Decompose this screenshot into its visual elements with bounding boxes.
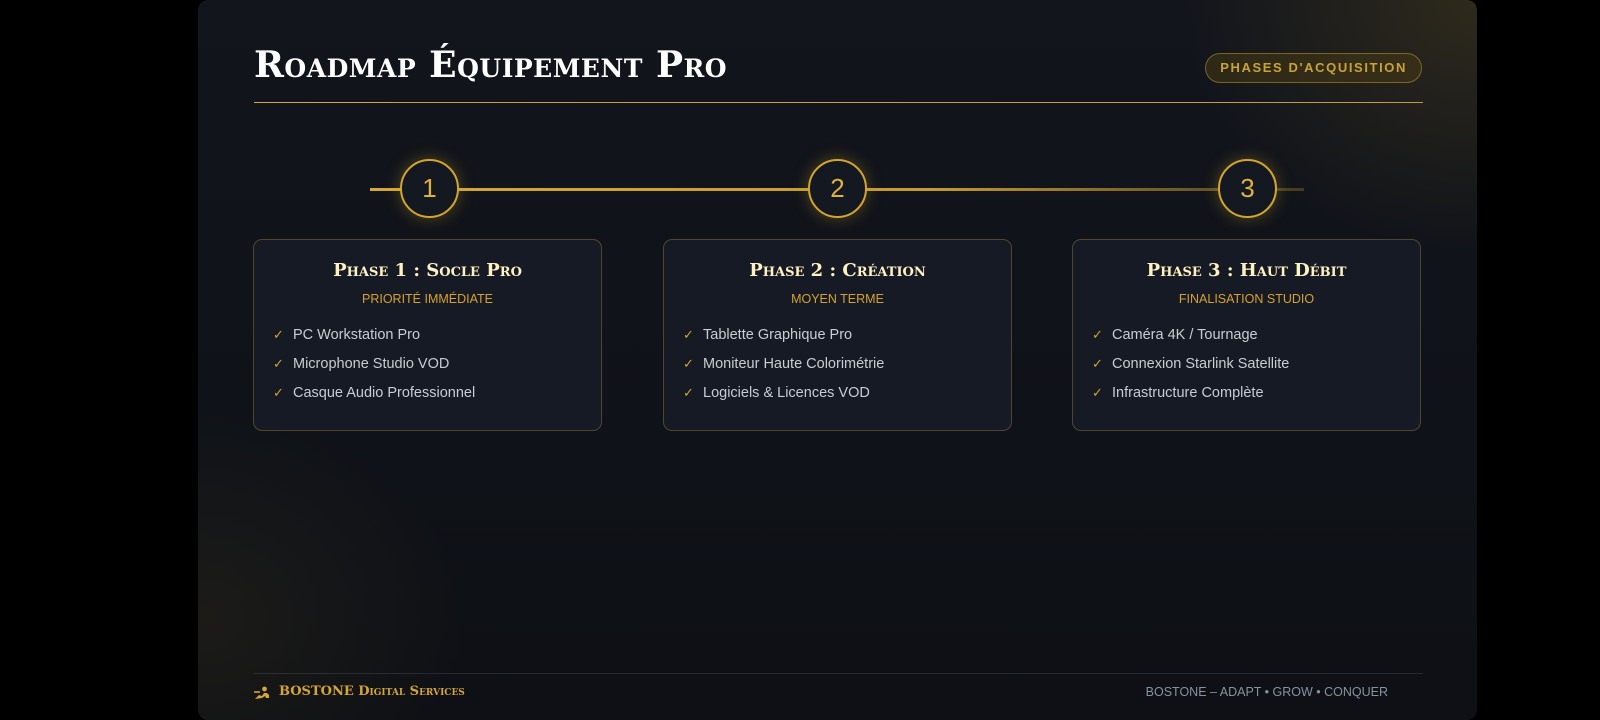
timeline-step-2: 2 — [808, 159, 867, 218]
timeline-step-3: 3 — [1218, 159, 1277, 218]
timeline-step-1: 1 — [400, 159, 459, 218]
list-item: ✓ Microphone Studio VOD — [273, 349, 601, 378]
list-item: ✓ Casque Audio Professionnel — [273, 378, 601, 407]
phase-item-list: ✓ Caméra 4K / Tournage ✓ Connexion Starlin… — [1073, 320, 1420, 407]
list-item: ✓ Tablette Graphique Pro — [683, 320, 1011, 349]
check-icon: ✓ — [1092, 384, 1103, 400]
list-item: ✓ Connexion Starlink Satellite — [1092, 349, 1420, 378]
list-item: ✓ Moniteur Haute Colorimétrie — [683, 349, 1011, 378]
list-item: ✓ Caméra 4K / Tournage — [1092, 320, 1420, 349]
item-label: Microphone Studio VOD — [293, 355, 450, 372]
item-label: PC Workstation Pro — [293, 326, 421, 343]
check-icon: ✓ — [273, 384, 284, 400]
check-icon: ✓ — [683, 384, 694, 400]
item-label: Infrastructure Complète — [1112, 384, 1264, 401]
page-title: Roadmap Équipement Pro — [254, 44, 728, 86]
item-label: Caméra 4K / Tournage — [1112, 326, 1258, 343]
rider-logo-icon — [254, 686, 269, 699]
footer-divider — [254, 673, 1423, 674]
phase-item-list: ✓ PC Workstation Pro ✓ Microphone Studio V… — [254, 320, 601, 407]
phase-subtitle: FINALISATION STUDIO — [1178, 292, 1315, 306]
item-label: Tablette Graphique Pro — [703, 326, 853, 343]
phase-card-3: Phase 3 : Haut Débit FINALISATION STUDIO… — [1072, 239, 1421, 431]
check-icon: ✓ — [273, 326, 284, 342]
phase-card-2: Phase 2 : Création MOYEN TERME ✓ Tablette… — [663, 239, 1012, 431]
list-item: ✓ Logiciels & Licences VOD — [683, 378, 1011, 407]
slide: Roadmap Équipement Pro PHASES D'ACQUISIT… — [198, 0, 1477, 720]
check-icon: ✓ — [683, 326, 694, 342]
phase-title: Phase 2 : Création — [749, 260, 926, 281]
phase-card-1: Phase 1 : Socle Pro PRIORITÉ IMMÉDIATE ✓… — [253, 239, 602, 431]
check-icon: ✓ — [273, 355, 284, 371]
item-label: Casque Audio Professionnel — [293, 384, 476, 401]
check-icon: ✓ — [1092, 355, 1103, 371]
phase-title: Phase 1 : Socle Pro — [333, 260, 522, 281]
footer-brand: BOSTONE Digital Services — [279, 684, 465, 699]
list-item: ✓ PC Workstation Pro — [273, 320, 601, 349]
check-icon: ✓ — [1092, 326, 1103, 342]
phase-title: Phase 3 : Haut Débit — [1146, 260, 1347, 281]
title-divider — [254, 102, 1423, 103]
list-item: ✓ Infrastructure Complète — [1092, 378, 1420, 407]
footer-tagline: BOSTONE – ADAPT • GROW • CONQUER — [1145, 685, 1388, 699]
phase-subtitle: MOYEN TERME — [791, 292, 884, 306]
phase-subtitle: PRIORITÉ IMMÉDIATE — [361, 292, 494, 306]
item-label: Moniteur Haute Colorimétrie — [703, 355, 885, 372]
item-label: Logiciels & Licences VOD — [703, 384, 870, 401]
check-icon: ✓ — [683, 355, 694, 371]
item-label: Connexion Starlink Satellite — [1112, 355, 1290, 372]
phases-badge: PHASES D'ACQUISITION — [1205, 53, 1422, 83]
phase-item-list: ✓ Tablette Graphique Pro ✓ Moniteur Haute … — [664, 320, 1011, 407]
